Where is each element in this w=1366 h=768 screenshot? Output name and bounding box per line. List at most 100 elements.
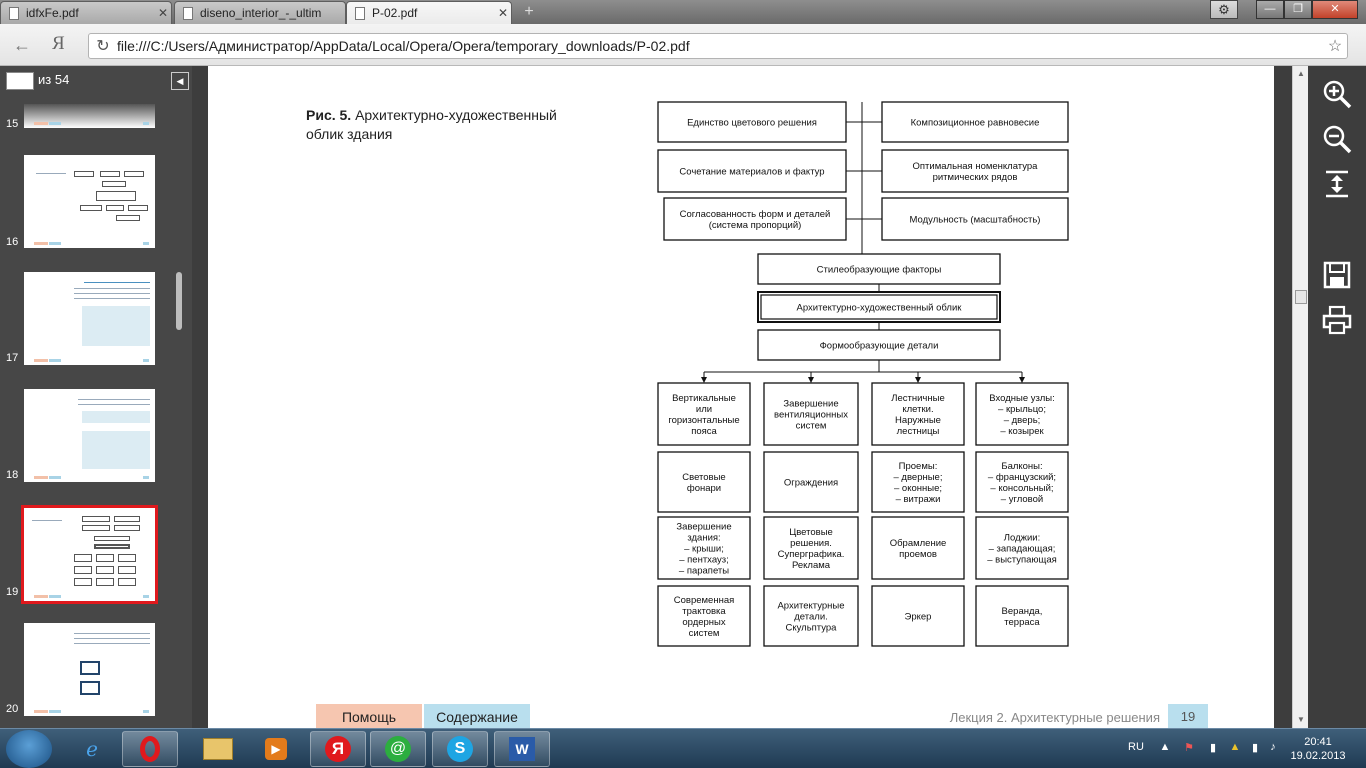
icq-icon[interactable]: @ [370,731,426,767]
zoom-out-icon[interactable] [1321,123,1353,155]
thumbnail-page-19[interactable] [21,505,158,604]
bookmark-star-icon[interactable]: ☆ [1327,38,1343,55]
detail-1-3-text: Скульптура [786,623,838,634]
close-tab-icon[interactable]: ✕ [497,6,509,20]
detail-0-3-text: систем [689,628,720,639]
tab-label: P-02.pdf [372,6,418,20]
arrow-head [1019,377,1025,383]
tab-label: idfxFe.pdf [26,6,79,20]
page-total: из 54 [38,72,70,87]
show-hidden-icons-arrow-icon[interactable]: ▲ [1159,741,1171,753]
save-disk-icon[interactable] [1321,259,1353,291]
windows-taskbar: ℯ ▶ Я @ S W RU ▲ ⚑ ▮ ▲ ▮ ♪ 20:41 19.02.2… [0,728,1366,768]
page-number-input[interactable] [6,72,34,90]
tab-idfxfe[interactable]: idfxFe.pdf ✕ [0,1,172,24]
thumbnail-page-number: 15 [6,118,19,130]
address-field[interactable]: ↻ file:///C:/Users/Администратор/AppData… [88,33,1348,59]
opera-icon[interactable] [122,731,178,767]
top-right-factor-2-text: Модульность (масштабность) [910,215,1041,226]
detail-2-0-text: лестницы [897,426,940,437]
top-right-factor-1-text: ритмических рядов [933,172,1018,183]
collapse-sidebar-icon[interactable]: ◀ [171,72,189,90]
new-tab-button[interactable]: + [524,3,534,20]
back-arrow-icon[interactable]: ← [13,35,31,55]
scroll-thumb[interactable] [1295,290,1307,304]
language-indicator[interactable]: RU [1128,741,1144,753]
thumbnail-page-16[interactable] [24,155,155,248]
tab-p02[interactable]: P-02.pdf ✕ [346,1,512,24]
contents-tab[interactable]: Содержание [424,704,530,728]
zoom-in-icon[interactable] [1321,78,1353,110]
detail-2-1-text: – витражи [896,494,941,505]
detail-0-2-text: – крыши; [684,544,724,555]
close-tab-icon[interactable]: ✕ [157,6,169,20]
top-right-factor-2-box [881,197,1069,241]
detail-3-2-text: – западающая; [989,544,1056,555]
ie-icon[interactable]: ℯ [86,738,98,761]
close-window-button[interactable]: ✕ [1312,0,1358,19]
thumbnail-page-18[interactable] [24,389,155,482]
arrow-head [701,377,707,383]
network-signal-icon[interactable]: ▲ [1229,741,1241,753]
action-center-flag-icon[interactable]: ⚑ [1184,742,1194,754]
help-tab[interactable]: Помощь [316,704,422,728]
tab-label: diseno_interior_-_ultim [200,6,322,20]
top-left-factor-0-text: Единство цветового решения [687,118,817,129]
detail-0-3-text: Современная [674,595,735,606]
style-factors-box [757,253,1001,285]
page-scrollbar[interactable]: ▲ ▼ [1292,66,1308,728]
detail-2-0-text: Наружные [895,415,941,426]
volume-icon[interactable]: ♪ [1270,741,1276,753]
start-button-windows-icon[interactable] [6,730,52,768]
detail-1-3-text: Архитектурные [777,601,844,612]
page-number-badge: 19 [1168,704,1208,728]
detail-0-2-text: Завершение [676,522,731,533]
minimize-button[interactable]: — [1256,0,1284,19]
maximize-button[interactable]: ❐ [1284,0,1312,19]
document-icon [9,6,19,20]
thumbnail-page-15[interactable] [24,104,155,128]
url-text[interactable]: file:///C:/Users/Администратор/AppData/L… [117,38,690,54]
skype-icon[interactable]: S [432,731,488,767]
thumbnail-page-17[interactable] [24,272,155,365]
detail-0-0-box [657,382,751,446]
detail-1-0-box [763,382,859,446]
detail-1-0-text: вентиляционных [774,410,848,421]
top-left-factor-1-text: Сочетание материалов и фактур [679,167,824,178]
detail-3-2-text: Лоджии: [1004,533,1040,544]
detail-0-0-text: или [696,404,712,415]
scroll-up-arrow-icon[interactable]: ▲ [1297,69,1305,78]
print-icon[interactable] [1321,304,1353,336]
top-left-factor-0-box [657,101,847,143]
clock[interactable]: 20:41 19.02.2013 [1282,735,1354,763]
detail-3-1-text: – консольный; [990,483,1053,494]
detail-2-1-box [871,451,965,513]
detail-0-1-box [657,451,751,513]
thumbnail-page-number: 18 [6,469,19,481]
media-player-icon[interactable]: ▶ [248,731,304,767]
signal-bars-icon[interactable]: ▮ [1251,742,1259,754]
pdf-page: Рис. 5. Архитектурно-художественный обли… [208,66,1274,728]
detail-0-3-text: трактовка [682,606,726,617]
lecture-title: Лекция 2. Архитектурные решения [949,710,1160,725]
device-icon[interactable]: ▮ [1209,742,1217,754]
detail-2-2-text: Обрамление [890,538,947,549]
arrow-head [808,377,814,383]
detail-1-0-text: систем [796,421,827,432]
yandex-icon[interactable]: Я [310,731,366,767]
thumbnail-sidebar: из 54 ◀ 15 16 [0,66,192,728]
word-icon[interactable]: W [494,731,550,767]
thumbnail-page-20[interactable] [24,623,155,716]
scroll-down-arrow-icon[interactable]: ▼ [1297,715,1305,724]
yandex-button[interactable]: Я [52,33,65,54]
reload-icon[interactable]: ↻ [96,38,110,55]
fit-height-icon[interactable] [1321,168,1353,200]
detail-3-3-text: терраса [1004,617,1040,628]
detail-0-0-text: Вертикальные [672,393,736,404]
sidebar-scrollbar[interactable] [176,272,182,330]
architectural-image-text: Архитектурно-художественный облик [797,303,963,314]
detail-1-1-text: Ограждения [784,478,838,489]
settings-gear-icon[interactable]: ⚙ [1210,0,1238,19]
tab-diseno-interior[interactable]: diseno_interior_-_ultim [174,1,346,24]
explorer-icon[interactable] [190,731,246,767]
